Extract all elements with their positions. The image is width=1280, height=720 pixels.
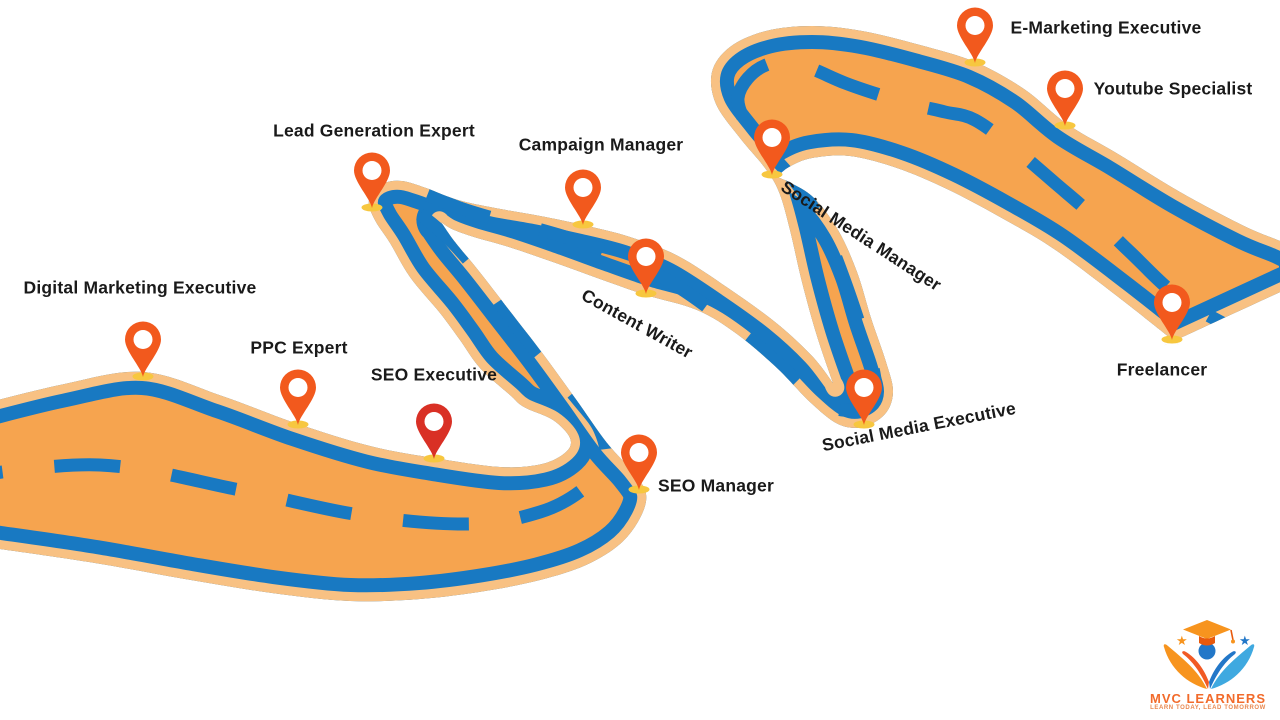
- star-icon-right: ★: [1239, 634, 1251, 649]
- map-pin-icon-campaign-manager: [565, 169, 601, 229]
- map-pin-icon-seo-executive: [416, 403, 452, 463]
- map-pin-icon-content-writer: [628, 238, 664, 298]
- logo-left-arm: [1182, 651, 1209, 689]
- mvc-learners-logo: ★ ★ MVC LEARNERS LEARN TODAY, LEAD TOMOR…: [1146, 610, 1270, 716]
- label-seo-executive: SEO Executive: [370, 364, 498, 385]
- map-pin-icon-e-marketing-executive: [957, 7, 993, 67]
- graduation-cap-base: [1199, 636, 1215, 646]
- label-ppc-expert: PPC Expert: [250, 337, 348, 358]
- logo-title: MVC LEARNERS: [1149, 691, 1266, 706]
- label-youtube-specialist: Youtube Specialist: [1093, 78, 1253, 99]
- logo-head: [1198, 642, 1216, 660]
- logo-left-wing: [1163, 644, 1207, 689]
- graduation-cap-tassel: [1230, 629, 1234, 641]
- map-pin-icon-seo-manager: [621, 434, 657, 494]
- logo-right-wing: [1211, 644, 1255, 689]
- map-pin-icon-social-media-manager: [754, 119, 790, 179]
- map-pin-icon-social-media-executive: [846, 369, 882, 429]
- star-icon-left: ★: [1176, 634, 1188, 649]
- logo-tagline: LEARN TODAY, LEAD TOMORROW: [1150, 705, 1266, 711]
- logo-right-arm: [1209, 651, 1236, 689]
- label-lead-generation-expert: Lead Generation Expert: [273, 120, 475, 141]
- map-pin-icon-lead-generation-expert: [354, 152, 390, 212]
- mvc-learners-logo-mark: ★ ★: [1163, 620, 1255, 689]
- map-pin-icon-ppc-expert: [280, 369, 316, 429]
- map-pin-icon-digital-marketing-executive: [125, 321, 161, 381]
- label-freelancer: Freelancer: [1116, 359, 1208, 380]
- graduation-cap-icon: [1183, 620, 1231, 639]
- graduation-cap-tassel-end: [1231, 639, 1235, 644]
- map-pin-icon-freelancer: [1154, 284, 1190, 344]
- label-e-marketing-executive: E-Marketing Executive: [1010, 17, 1202, 38]
- label-seo-manager: SEO Manager: [658, 475, 774, 496]
- map-pin-icon-youtube-specialist: [1047, 70, 1083, 130]
- label-campaign-manager: Campaign Manager: [518, 134, 684, 155]
- label-digital-marketing-executive: Digital Marketing Executive: [23, 277, 257, 298]
